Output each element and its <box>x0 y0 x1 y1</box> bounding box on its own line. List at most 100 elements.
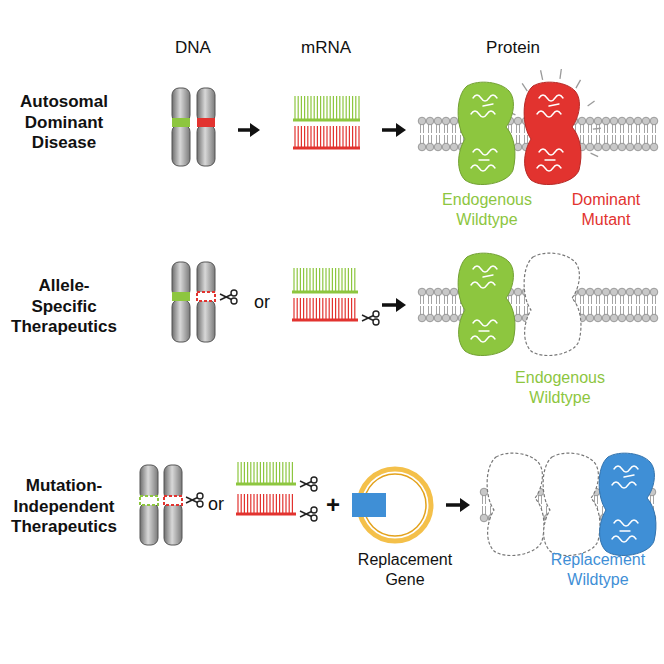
lipid-tail <box>485 495 486 504</box>
lipid-tail <box>447 306 448 315</box>
scissors-handle <box>311 507 317 513</box>
protein-helix <box>612 466 638 542</box>
lipid-head <box>418 143 426 151</box>
lipid-tail <box>455 135 456 144</box>
mrna-base <box>341 268 342 291</box>
column-header: Protein <box>468 38 558 59</box>
lipid-tail <box>644 135 645 144</box>
lipid-tail <box>447 295 448 304</box>
lipid-tail <box>647 306 648 315</box>
lipid-tail <box>447 135 448 144</box>
lipid-tail <box>516 306 517 315</box>
lipid-head <box>602 117 610 125</box>
mrna-base <box>294 96 295 119</box>
lipid-head <box>426 288 434 296</box>
arrow-shaft <box>238 128 252 132</box>
glow-ray <box>593 128 601 130</box>
scissors-blade <box>186 498 198 504</box>
mrna-base <box>306 268 307 291</box>
arrow-shaft <box>382 128 398 132</box>
mrna-base <box>301 126 302 147</box>
glow-ray <box>576 80 581 88</box>
arrow-head <box>396 298 406 312</box>
lipid-head <box>426 143 434 151</box>
mrna-base <box>317 96 318 119</box>
lipid-head <box>426 117 434 125</box>
mrna-strand <box>292 268 358 292</box>
empty-protein-outline <box>524 253 581 355</box>
mrna-base <box>352 96 353 119</box>
mrna-base <box>244 494 245 513</box>
protein <box>458 253 515 355</box>
lipid-tail <box>647 135 648 144</box>
mrna-base <box>293 298 294 319</box>
mrna-base <box>260 494 261 513</box>
mrna-base <box>320 126 321 147</box>
mrna-base <box>253 494 254 513</box>
lipid-tail <box>428 124 429 133</box>
mrna-base <box>269 462 270 483</box>
lipid-tail <box>591 306 592 315</box>
mrna-base <box>313 298 314 319</box>
mrna-base <box>292 462 293 483</box>
mrna-base <box>263 494 264 513</box>
mrna-base <box>339 96 340 119</box>
lipid-tail <box>612 306 613 315</box>
lipid-tail <box>612 135 613 144</box>
mrna-base <box>319 268 320 291</box>
mrna-base <box>325 268 326 291</box>
lipid-tail <box>420 306 421 315</box>
lipid-head <box>442 288 450 296</box>
lipid-tail <box>511 295 512 304</box>
mrna-base <box>323 126 324 147</box>
chromosome <box>197 88 215 166</box>
mrna-strand <box>293 126 360 148</box>
lipid-head <box>586 288 594 296</box>
mrna-backbone <box>236 513 296 516</box>
lipid-tail <box>460 135 461 144</box>
mrna-base <box>314 126 315 147</box>
scissors-handle <box>311 515 317 521</box>
scissors-blade <box>220 295 232 301</box>
lipid-tail <box>655 135 656 144</box>
lipid-tail <box>604 306 605 315</box>
lipid-head <box>434 117 442 125</box>
lipid-tail <box>490 506 491 515</box>
scissors-handle <box>373 311 379 317</box>
lipid-head <box>650 314 658 322</box>
mrna-base <box>355 126 356 147</box>
lipid-tail <box>431 124 432 133</box>
lipid-head <box>626 314 634 322</box>
lipid-tail <box>420 295 421 304</box>
mrna-base <box>319 298 320 319</box>
glow-ray <box>588 101 595 106</box>
mrna-base <box>300 268 301 291</box>
lipid-tail <box>599 135 600 144</box>
protein-helix <box>537 95 563 171</box>
allele-band <box>197 118 215 127</box>
lipid-tail <box>439 135 440 144</box>
arrow-head <box>460 498 470 512</box>
lipid-tail <box>639 295 640 304</box>
lipid-tail <box>596 306 597 315</box>
protein-outline <box>524 253 581 355</box>
mrna-base <box>304 126 305 147</box>
lipid-tail <box>655 306 656 315</box>
mrna-base <box>348 268 349 291</box>
lipid-tail <box>452 306 453 315</box>
lipid-tail <box>444 124 445 133</box>
mrna-base <box>294 126 295 147</box>
lipid-tail <box>655 295 656 304</box>
lipid-head <box>602 288 610 296</box>
mrna-base <box>354 268 355 291</box>
row-label: Allele-Specific Therapeutics <box>8 276 120 338</box>
lipid-tail <box>647 295 648 304</box>
mrna-base <box>346 96 347 119</box>
protein-body <box>458 253 515 355</box>
mrna-base <box>326 96 327 119</box>
lipid-tail <box>519 135 520 144</box>
scissors-blade <box>300 481 312 487</box>
lipid-head <box>642 143 650 151</box>
lipid-tail <box>583 124 584 133</box>
plus-sign: + <box>318 490 348 519</box>
